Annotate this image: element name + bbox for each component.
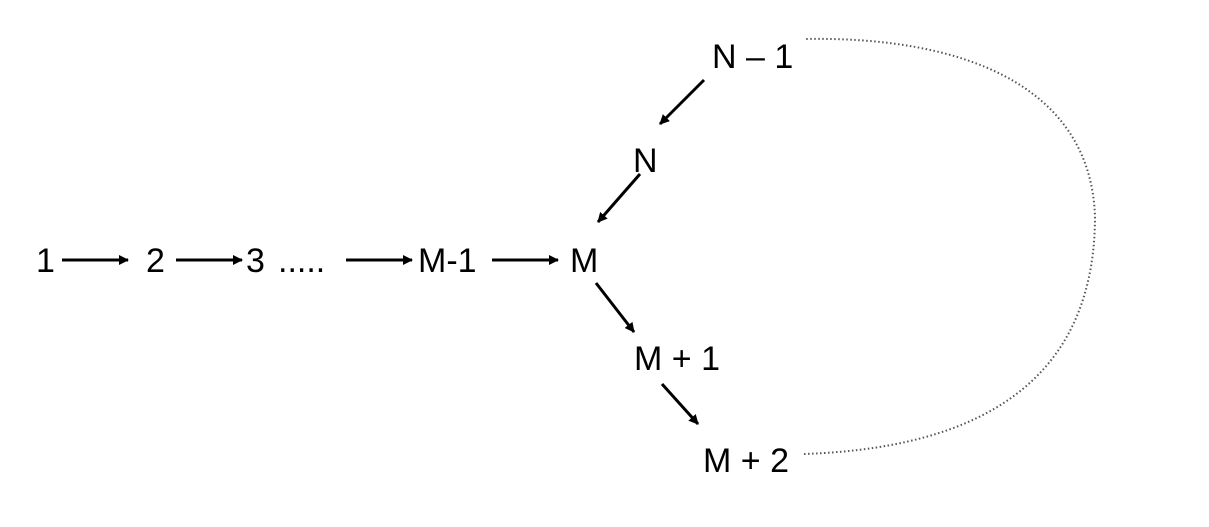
node-ellipsis: ..... [278, 242, 325, 280]
node-1: 1 [36, 242, 55, 280]
node-m-minus-1: M-1 [418, 242, 477, 280]
node-m-plus-1: M + 1 [634, 340, 720, 378]
node-n-minus-1: N – 1 [712, 38, 793, 76]
node-m: M [570, 242, 598, 280]
arrow-n-to-m [596, 173, 642, 223]
node-3: 3 [246, 242, 265, 280]
dotted-cycle-connector [803, 37, 1097, 455]
arrow-n-minus-1-to-n [658, 78, 706, 126]
node-2: 2 [146, 242, 165, 280]
node-n: N [633, 142, 658, 180]
arrow-m-plus-1-to-m-plus-2 [660, 382, 700, 426]
node-m-plus-2: M + 2 [703, 442, 789, 480]
arrow-m-to-m-plus-1 [594, 282, 636, 333]
